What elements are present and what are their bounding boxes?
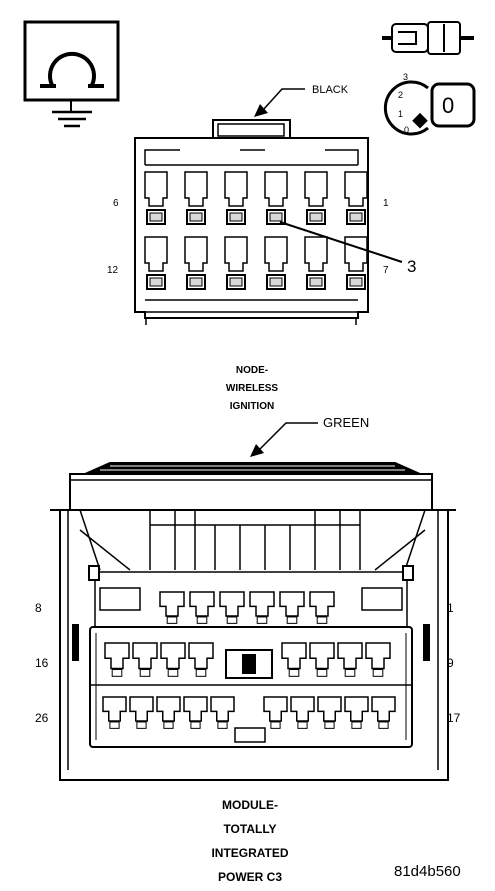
bottom-cavity xyxy=(104,642,130,677)
pin-label-1b: 1 xyxy=(447,601,454,615)
image-code: 81d4b560 xyxy=(394,863,461,880)
ignition-key-icon: 0 3 2 1 0 xyxy=(383,72,476,136)
top-cavity xyxy=(184,171,208,225)
top-cavity xyxy=(144,171,168,225)
bottom-cavity xyxy=(159,591,185,624)
bottom-connector xyxy=(50,422,456,781)
bottom-cavity xyxy=(219,591,245,624)
pin-label-1: 1 xyxy=(383,198,389,209)
pin-label-7: 7 xyxy=(383,265,389,276)
pin-label-26: 26 xyxy=(35,711,49,725)
top-connector-name-line-2: WIRELESS xyxy=(226,383,279,394)
pin-label-12: 12 xyxy=(107,265,119,276)
bottom-cavity xyxy=(309,591,335,624)
key-pos-3: 3 xyxy=(403,72,408,82)
top-cavity xyxy=(304,236,328,290)
top-connector-name-line-1: NODE- xyxy=(236,365,268,376)
top-cavity xyxy=(224,171,248,225)
key-pos-0: 0 xyxy=(404,125,409,135)
bottom-cavity xyxy=(188,642,214,677)
bottom-cavity xyxy=(317,696,342,729)
top-cavity xyxy=(264,171,288,225)
bottom-connector-color-label: GREEN xyxy=(323,415,369,430)
top-cavity xyxy=(184,236,208,290)
bottom-cavity xyxy=(129,696,154,729)
key-position-label: 0 xyxy=(442,93,454,118)
ohmmeter-icon xyxy=(23,20,120,128)
bottom-cavity xyxy=(99,587,141,611)
bottom-cavity xyxy=(290,696,315,729)
pin-label-6: 6 xyxy=(113,198,119,209)
bottom-connector-name-line-3: INTEGRATED xyxy=(211,846,288,860)
bottom-cavity xyxy=(102,696,127,729)
bottom-connector-name-line-4: POWER C3 xyxy=(218,870,282,884)
bottom-cavity xyxy=(210,696,235,729)
bottom-connector-name-line-1: MODULE- xyxy=(222,798,278,812)
pin-label-17: 17 xyxy=(447,711,461,725)
top-connector-color-label: BLACK xyxy=(312,84,349,96)
bottom-cavity xyxy=(281,642,307,677)
pin-label-9: 9 xyxy=(447,656,454,670)
bottom-cavity xyxy=(371,696,396,729)
bottom-cavity xyxy=(365,642,391,677)
top-cavity xyxy=(304,171,328,225)
pin-label-8: 8 xyxy=(35,601,42,615)
key-pos-1: 1 xyxy=(398,109,403,119)
top-cavity xyxy=(224,236,248,290)
top-cavity xyxy=(344,171,368,225)
bottom-cavity xyxy=(337,642,363,677)
bottom-connector-name-line-2: TOTALLY xyxy=(223,822,276,836)
top-cavity xyxy=(144,236,168,290)
bottom-cavity xyxy=(344,696,369,729)
connector-plug-icon xyxy=(382,21,474,55)
bottom-cavity xyxy=(309,642,335,677)
top-connector xyxy=(134,88,403,325)
top-cavity xyxy=(344,236,368,290)
callout-number: 3 xyxy=(407,257,416,276)
bottom-cavity xyxy=(361,587,403,611)
top-cavity xyxy=(264,236,288,290)
bottom-cavity xyxy=(249,591,275,624)
bottom-cavity xyxy=(160,642,186,677)
top-connector-name-line-3: IGNITION xyxy=(230,401,274,412)
bottom-cavity xyxy=(183,696,208,729)
bottom-cavity xyxy=(156,696,181,729)
pin-label-16: 16 xyxy=(35,656,49,670)
bottom-cavity xyxy=(132,642,158,677)
bottom-cavity xyxy=(189,591,215,624)
bottom-cavity xyxy=(263,696,288,729)
bottom-cavity xyxy=(279,591,305,624)
key-pos-2: 2 xyxy=(398,90,403,100)
